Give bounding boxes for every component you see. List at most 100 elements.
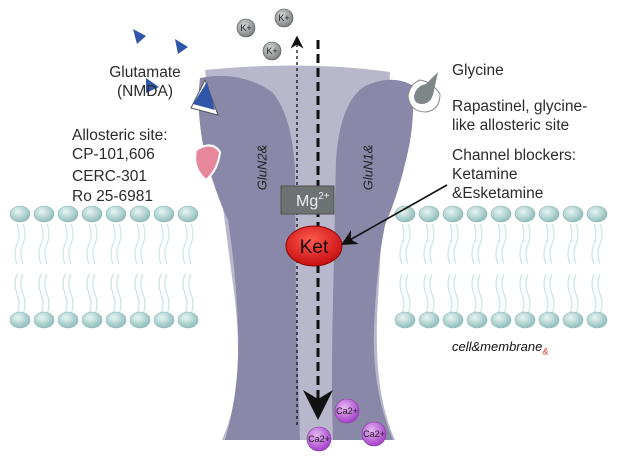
lipid-tail	[86, 273, 92, 315]
lipid-tail	[573, 223, 579, 265]
potassium-ion: K+	[236, 18, 256, 38]
lipid-tail	[471, 223, 477, 265]
svg-text:Ca2+: Ca2+	[336, 406, 358, 416]
cell-membrane-label: cell&membrane&	[452, 339, 549, 357]
ketamine-label: Ket	[300, 237, 329, 258]
lipid-heads-lower	[9, 311, 608, 329]
lipid-tail	[134, 223, 140, 265]
lipid-tail	[44, 223, 50, 265]
lipid-tail	[110, 223, 116, 265]
lipid-tail	[110, 273, 116, 315]
lipid-tail	[495, 223, 501, 265]
lipid-head	[514, 205, 536, 223]
lipid-head	[33, 311, 55, 329]
glun1-subunit	[332, 79, 414, 440]
glycine-molecule-icon	[414, 72, 438, 104]
lipid-head	[562, 205, 584, 223]
calcium-ion: Ca2+	[306, 426, 332, 452]
lipid-tail	[116, 223, 122, 265]
calcium-ion: Ca2+	[334, 398, 360, 424]
lipid-tail	[20, 223, 26, 265]
lipid-head	[418, 311, 440, 329]
glutamate-bound-icon	[193, 82, 215, 110]
lipid-head	[153, 311, 175, 329]
lipid-tail	[597, 223, 603, 265]
lipid-tail	[405, 223, 411, 265]
lipid-tail	[591, 273, 597, 315]
calcium-ion: Ca2+	[361, 421, 387, 447]
lipid-tail	[591, 223, 597, 265]
magnesium-ion-box	[280, 185, 335, 215]
lipid-tail	[519, 273, 525, 315]
lipid-tail	[399, 273, 405, 315]
lipid-tail	[525, 273, 531, 315]
lipid-tail	[188, 273, 194, 315]
lipid-tail	[116, 273, 122, 315]
glun2-label: GluN2&	[254, 144, 270, 191]
svg-text:K+: K+	[278, 13, 289, 23]
lipid-head	[490, 205, 512, 223]
lipid-tail	[429, 223, 435, 265]
lipid-head	[153, 205, 175, 223]
lipid-tail	[453, 273, 459, 315]
lipid-head	[586, 311, 608, 329]
lipid-tail	[549, 223, 555, 265]
allosteric-site-icon	[194, 144, 222, 182]
lipid-tail	[495, 273, 501, 315]
lipid-heads-upper	[9, 205, 608, 223]
ketamine-molecule	[285, 225, 343, 267]
lipid-tail	[567, 223, 573, 265]
lipid-tail	[573, 273, 579, 315]
membrane-label-suffix: &	[542, 346, 549, 357]
lipid-head	[514, 311, 536, 329]
lipid-tail	[158, 223, 164, 265]
lipid-tail	[68, 223, 74, 265]
lipid-tail	[399, 223, 405, 265]
lipid-head	[9, 205, 31, 223]
lipid-head	[442, 311, 464, 329]
lipid-tail	[62, 273, 68, 315]
lipid-tail	[140, 273, 146, 315]
allosteric-drug: CP-101,606	[72, 146, 155, 163]
glycine-label: Glycine	[452, 62, 504, 79]
lipid-head	[490, 311, 512, 329]
lipid-tail	[86, 223, 92, 265]
glutamate-molecule	[146, 78, 159, 93]
lipid-tail	[447, 273, 453, 315]
lipid-tail	[405, 273, 411, 315]
glutamate-molecule	[133, 29, 146, 44]
lipid-tail	[62, 223, 68, 265]
lipid-tail	[423, 273, 429, 315]
lipid-tail	[44, 273, 50, 315]
lipid-head	[442, 205, 464, 223]
lipid-tail	[549, 273, 555, 315]
potassium-ion: K+	[274, 8, 294, 28]
lipid-head	[466, 205, 488, 223]
lipid-head	[466, 311, 488, 329]
lipid-tail	[477, 273, 483, 315]
lipid-head	[538, 311, 560, 329]
lipid-tail	[525, 223, 531, 265]
channel-blocker-pointer	[341, 184, 448, 245]
lipid-head	[418, 205, 440, 223]
lipid-tail	[182, 223, 188, 265]
glutamate-label: Glutamate (NMDA)	[109, 64, 181, 100]
lipid-tail	[543, 223, 549, 265]
lipid-head	[562, 311, 584, 329]
svg-text:K+: K+	[266, 46, 277, 56]
lipid-head	[538, 205, 560, 223]
lipid-tail	[453, 223, 459, 265]
lipid-head	[81, 311, 103, 329]
lipid-tail	[519, 223, 525, 265]
lipid-tail	[188, 223, 194, 265]
glun1-label: GluN1&	[360, 144, 376, 191]
lipid-tail	[158, 273, 164, 315]
lipid-head	[586, 205, 608, 223]
lipid-head	[57, 205, 79, 223]
lipid-tail	[134, 273, 140, 315]
lipid-tail	[429, 273, 435, 315]
lipid-tail	[164, 273, 170, 315]
allosteric-drug: CERC-301	[72, 168, 147, 185]
channel-blockers-label: Channel blockers: Ketamine &Esketamine	[452, 147, 577, 202]
